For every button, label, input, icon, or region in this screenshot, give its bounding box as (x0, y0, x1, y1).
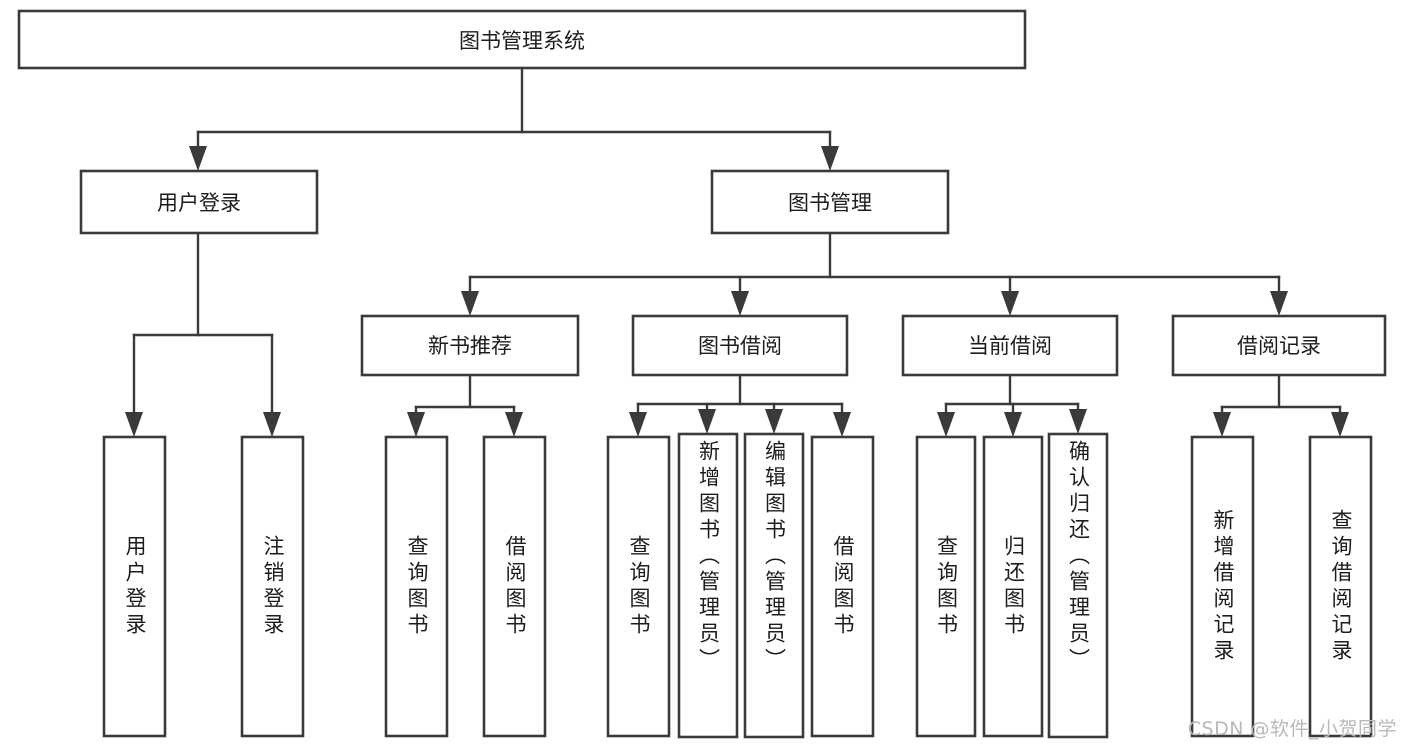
node-leaf-query-record-box[interactable] (1308, 435, 1373, 738)
node-leaf-confirm-return-box[interactable] (1047, 432, 1109, 739)
node-root-box[interactable] (17, 9, 1027, 70)
arrowhead-leaf-query-book-1 (407, 412, 425, 437)
node-current-borrow-label: 当前借阅 (968, 334, 1052, 358)
node-book-borrow-label: 图书借阅 (698, 334, 782, 358)
node-user-login-label: 用户登录 (157, 191, 241, 215)
arrowhead-leaf-edit-book (765, 409, 783, 434)
node-book-borrow-box[interactable] (631, 314, 849, 377)
node-book-manage[interactable]: 图书管理 (710, 169, 950, 235)
node-leaf-query-book-3-box[interactable] (915, 435, 977, 738)
node-leaf-query-book-2-box[interactable] (606, 435, 671, 738)
arrowhead-leaf-borrow-book-1 (505, 412, 523, 437)
node-borrow-record[interactable]: 借阅记录 (1171, 314, 1387, 377)
node-new-book-rec-box[interactable] (360, 314, 580, 377)
arrowhead-leaf-user-login (125, 412, 143, 437)
node-book-borrow[interactable]: 图书借阅 (631, 314, 849, 377)
node-leaf-logout-box[interactable] (240, 435, 305, 738)
node-new-book-rec[interactable]: 新书推荐 (360, 314, 580, 377)
node-current-borrow-box[interactable] (901, 314, 1119, 377)
arrowhead-leaf-add-book (698, 409, 716, 434)
arrowhead-book-manage (821, 146, 839, 171)
node-leaf-add-book-box[interactable] (677, 432, 739, 739)
arrowhead-borrow-record (1270, 291, 1288, 316)
node-book-manage-box[interactable] (710, 169, 950, 235)
node-leaf-borrow-book-2-box[interactable] (810, 435, 875, 738)
node-book-manage-label: 图书管理 (788, 191, 872, 215)
node-user-login-box[interactable] (79, 169, 319, 235)
leaf-boxes (102, 432, 1373, 739)
arrowhead-leaf-add-record (1213, 412, 1231, 437)
arrowhead-leaf-borrow-book-2 (833, 412, 851, 437)
node-leaf-user-login-box[interactable] (102, 435, 167, 738)
arrowhead-leaf-query-book-2 (629, 412, 647, 437)
node-borrow-record-box[interactable] (1171, 314, 1387, 377)
node-root-label: 图书管理系统 (459, 29, 585, 53)
arrowhead-book-borrow (731, 291, 749, 316)
node-borrow-record-label: 借阅记录 (1237, 334, 1321, 358)
node-leaf-query-book-1-box[interactable] (384, 435, 449, 738)
arrowhead-leaf-query-book-3 (937, 412, 955, 437)
arrowhead-leaf-confirm-return (1069, 409, 1087, 434)
arrowhead-leaf-return-book (1004, 412, 1022, 437)
node-leaf-add-record-box[interactable] (1190, 435, 1255, 738)
node-new-book-rec-label: 新书推荐 (428, 334, 512, 358)
node-root[interactable]: 图书管理系统 (17, 9, 1027, 70)
arrowhead-user-login (189, 146, 207, 171)
node-user-login[interactable]: 用户登录 (79, 169, 319, 235)
node-leaf-edit-book-box[interactable] (743, 432, 805, 739)
node-leaf-return-book-box[interactable] (982, 435, 1044, 738)
arrowhead-leaf-query-record (1331, 412, 1349, 437)
arrowhead-new-book-rec (461, 291, 479, 316)
node-leaf-borrow-book-1-box[interactable] (482, 435, 547, 738)
connectors (125, 66, 1349, 437)
node-current-borrow[interactable]: 当前借阅 (901, 314, 1119, 377)
arrowhead-current-borrow (1001, 291, 1019, 316)
arrowhead-leaf-logout (263, 412, 281, 437)
